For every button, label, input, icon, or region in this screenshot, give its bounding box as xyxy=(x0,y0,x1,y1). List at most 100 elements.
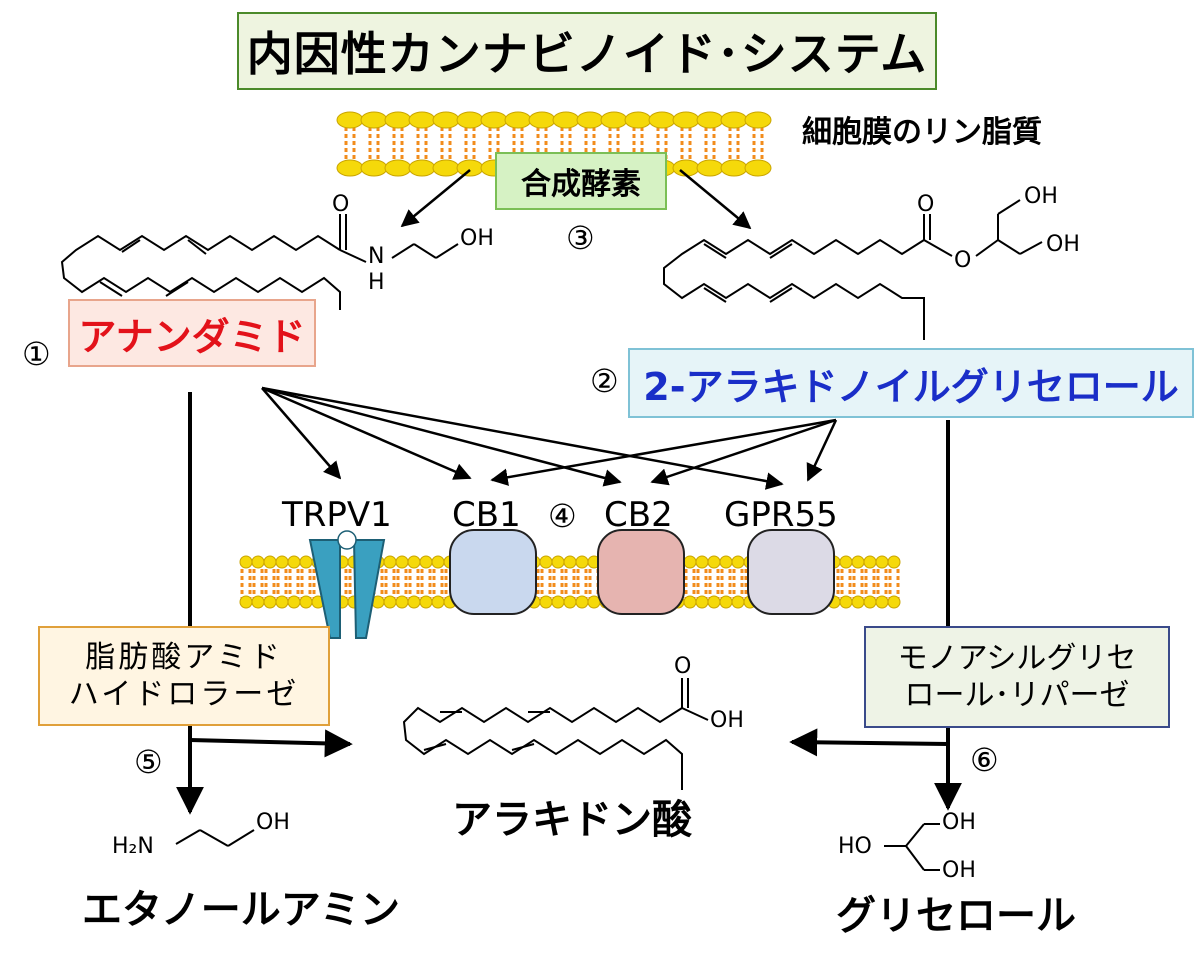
two-ag-atom-o-ester: O xyxy=(954,248,972,273)
lipid-head xyxy=(839,555,853,569)
lipid-head xyxy=(683,595,697,609)
two-ag-number: ② xyxy=(590,362,619,400)
lipid-head xyxy=(287,595,301,609)
lipid-head xyxy=(744,159,772,177)
membrane-phospholipid-label: 細胞膜のリン脂質 xyxy=(802,115,1042,150)
lipid-head xyxy=(624,111,652,129)
lipid-head xyxy=(575,595,589,609)
faah-number: ⑤ xyxy=(134,743,163,781)
glycerol-structure xyxy=(884,823,940,871)
arrow-synthesis-anandamide xyxy=(400,169,471,228)
magl-line2: ロール･リパーゼ xyxy=(904,678,1130,713)
lipid-head xyxy=(419,555,433,569)
faah-label: 脂肪酸アミド ハイドロラーゼ xyxy=(38,626,330,726)
arachidonic-acid-structure xyxy=(402,678,709,790)
lipid-head xyxy=(480,111,508,129)
lipid-head xyxy=(263,595,277,609)
lipid-head xyxy=(695,595,709,609)
lipid-head xyxy=(672,111,700,129)
lipid-head xyxy=(432,111,460,129)
lipid-head xyxy=(407,595,421,609)
page-title: 内因性カンナビノイド･システム xyxy=(237,12,937,90)
lipid-head xyxy=(263,555,277,569)
lipid-head xyxy=(851,555,865,569)
lipid-head xyxy=(600,111,628,129)
lipid-head xyxy=(431,595,445,609)
lipid-head xyxy=(683,555,697,569)
trpv1-label: TRPV1 xyxy=(282,495,392,535)
lipid-head xyxy=(431,555,445,569)
lipid-head xyxy=(696,159,724,177)
faah-line1: 脂肪酸アミド xyxy=(85,639,283,675)
lipid-head xyxy=(419,595,433,609)
lipid-head xyxy=(395,595,409,609)
lipid-head xyxy=(551,555,565,569)
lipid-head xyxy=(695,555,709,569)
two-ag-structure xyxy=(663,199,1043,340)
synthase-number: ③ xyxy=(566,219,595,257)
ethanolamine-structure xyxy=(175,829,255,847)
glycerol-atom-ho: HO xyxy=(838,834,872,859)
lipid-head xyxy=(575,555,589,569)
glycerol-label: グリセロール xyxy=(836,893,1076,939)
lipid-head xyxy=(696,111,724,129)
lipid-head xyxy=(648,111,676,129)
lipid-head xyxy=(383,595,397,609)
lipid-head xyxy=(239,595,253,609)
glycerol-atom-oh-top: OH xyxy=(942,810,976,835)
lipid-head xyxy=(875,555,889,569)
lipid-head xyxy=(360,111,388,129)
lipid-head xyxy=(551,595,565,609)
magl-label: モノアシルグリセ ロール･リパーゼ xyxy=(864,626,1170,728)
lipid-head xyxy=(275,595,289,609)
two-ag-atom-oh-top: OH xyxy=(1024,184,1058,209)
lipid-head xyxy=(552,111,580,129)
ethanolamine-atom-h2n: H₂N xyxy=(112,834,154,859)
lipid-head xyxy=(720,111,748,129)
lipid-head xyxy=(719,555,733,569)
lipid-head xyxy=(576,111,604,129)
top-lipid-bilayer xyxy=(336,111,772,177)
lipid-head xyxy=(299,555,313,569)
lipid-head xyxy=(299,595,313,609)
arachidonic-acid-label: アラキドン酸 xyxy=(452,797,692,843)
lipid-head xyxy=(360,159,388,177)
trpv1-channel xyxy=(308,530,386,639)
magl-pathway-arrows xyxy=(789,420,962,811)
lipid-head xyxy=(251,555,265,569)
anandamide-label: アナンダミド xyxy=(68,299,316,367)
lipid-head xyxy=(336,159,364,177)
gpr55-receptor xyxy=(747,529,835,615)
two-ag-atom-o-carbonyl: O xyxy=(917,192,935,217)
lipid-head xyxy=(407,555,421,569)
lipid-head xyxy=(875,595,889,609)
lipid-head xyxy=(432,159,460,177)
arachidonic-atom-o: O xyxy=(674,654,692,679)
lipid-head xyxy=(839,595,853,609)
lipid-head xyxy=(456,111,484,129)
lipid-head xyxy=(731,595,745,609)
ethanolamine-atom-oh: OH xyxy=(256,810,290,835)
lipid-head xyxy=(707,555,721,569)
receptor-number: ④ xyxy=(548,497,577,535)
lipid-head xyxy=(887,555,901,569)
cb1-receptor xyxy=(449,529,537,615)
lipid-head xyxy=(539,595,553,609)
lipid-head xyxy=(504,111,532,129)
lipid-head xyxy=(863,555,877,569)
magl-line1: モノアシルグリセ xyxy=(897,640,1137,676)
lipid-head xyxy=(336,111,364,129)
lipid-head xyxy=(239,555,253,569)
two-ag-receptor-arrows xyxy=(490,418,838,486)
lipid-head xyxy=(563,555,577,569)
lipid-head xyxy=(384,159,412,177)
lipid-head xyxy=(744,111,772,129)
cb2-receptor xyxy=(597,529,685,615)
lipid-head xyxy=(887,595,901,609)
faah-pathway-arrows xyxy=(176,392,353,815)
lipid-head xyxy=(275,555,289,569)
lipid-head xyxy=(528,111,556,129)
faah-line2: ハイドロラーゼ xyxy=(68,677,300,712)
anandamide-structure xyxy=(60,214,459,310)
